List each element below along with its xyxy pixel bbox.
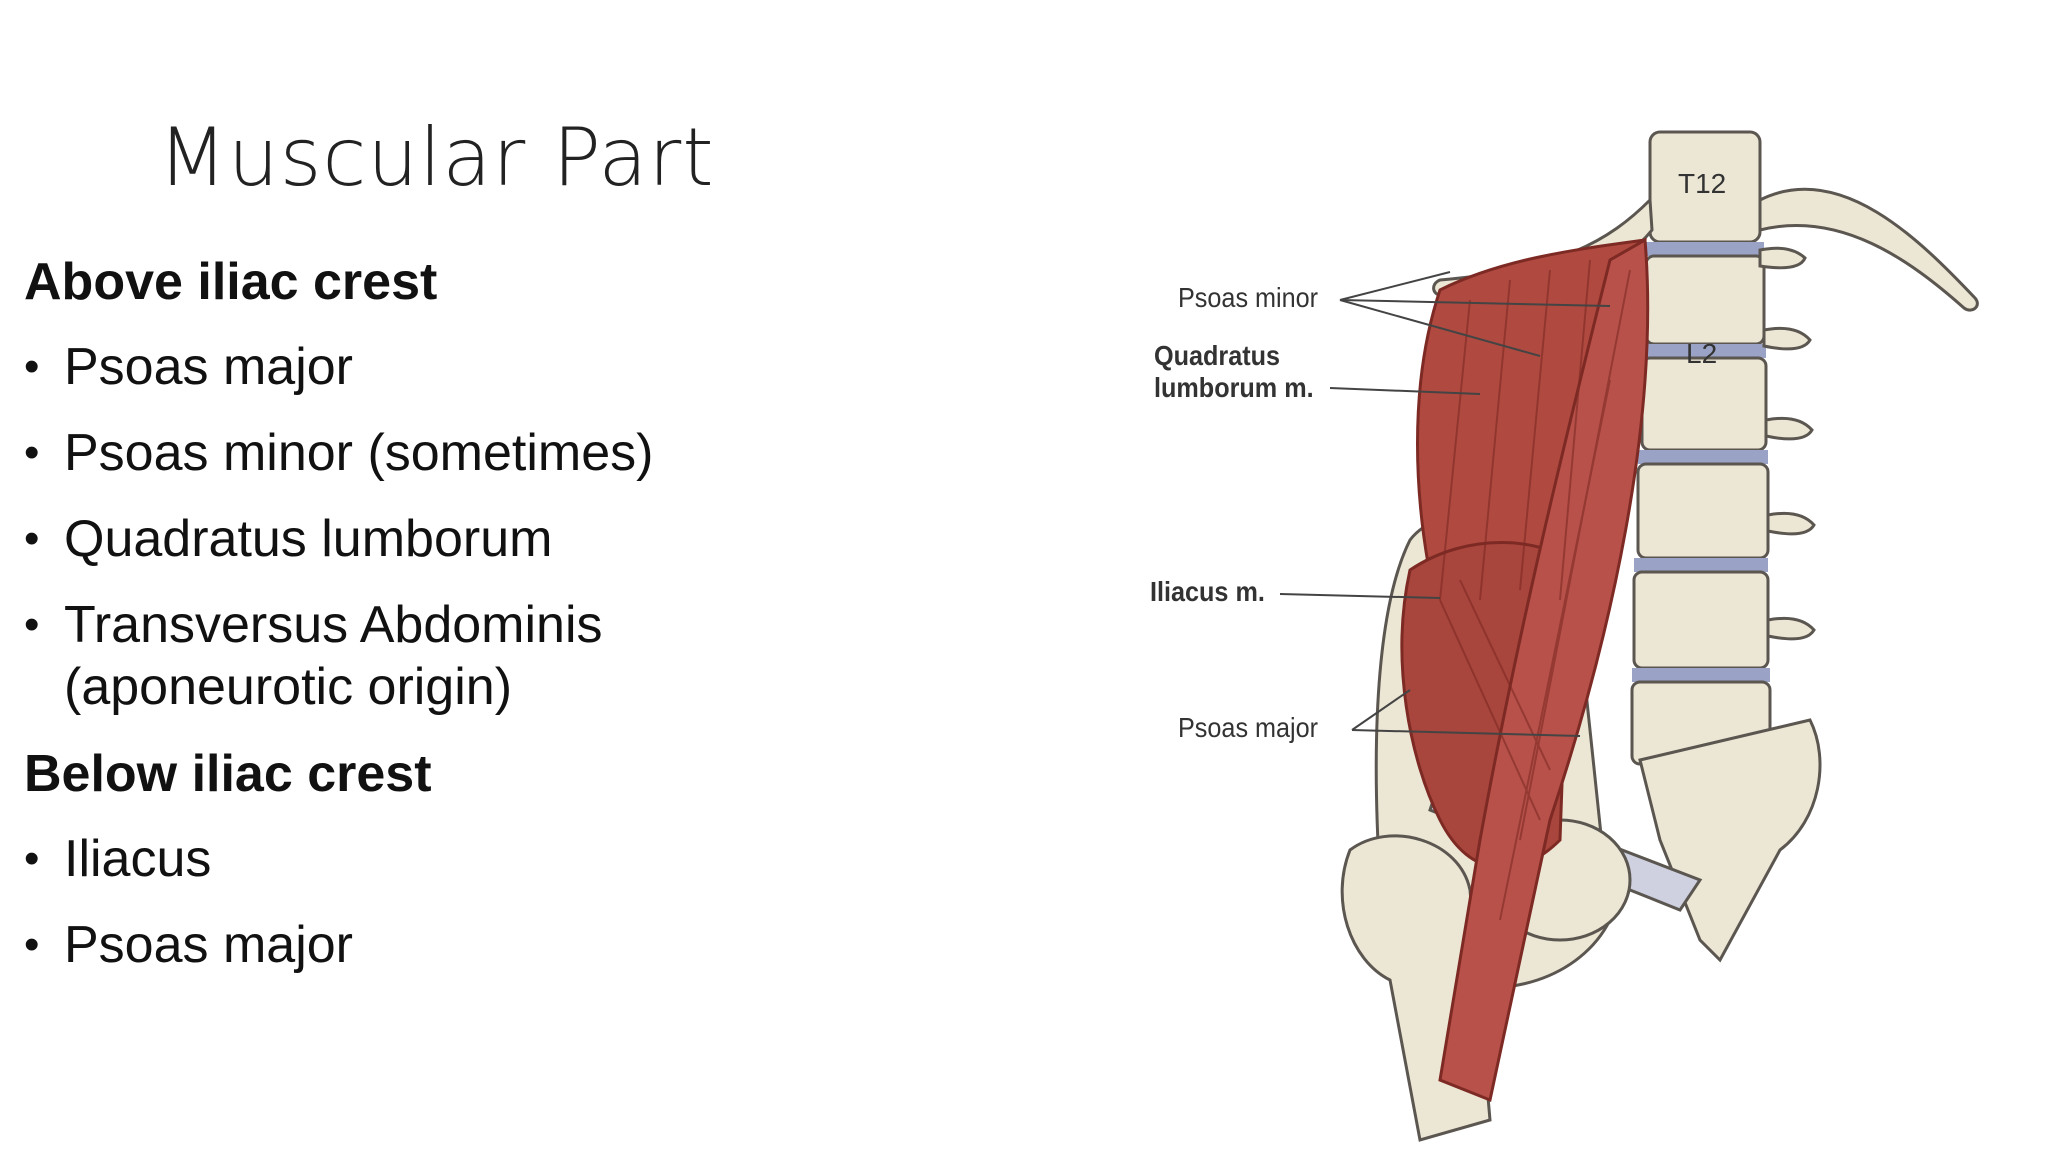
muscle-fibers bbox=[1439, 259, 1631, 921]
label-psoas-major: Psoas major bbox=[1178, 712, 1319, 743]
list-item: Psoas minor (sometimes) bbox=[24, 422, 784, 484]
anatomy-illustration: Psoas minor Quadratus lumborum m. Iliacu… bbox=[1140, 120, 2000, 1152]
label-quadratus-line2: lumborum m. bbox=[1154, 372, 1314, 403]
list-item: Psoas major bbox=[24, 336, 784, 398]
sacrum bbox=[1638, 718, 1822, 963]
label-iliacus: Iliacus m. bbox=[1150, 576, 1265, 607]
label-l2: L2 bbox=[1686, 338, 1718, 369]
bullet-list-above: Psoas major Psoas minor (sometimes) Quad… bbox=[24, 336, 784, 718]
bullet-list-below: Iliacus Psoas major bbox=[24, 828, 784, 976]
list-item: Transversus Abdominis (aponeurotic origi… bbox=[24, 594, 784, 718]
lumbar-spine bbox=[1432, 130, 1979, 766]
label-psoas-minor: Psoas minor bbox=[1178, 282, 1319, 313]
label-t12: T12 bbox=[1678, 168, 1727, 199]
psoas-major-muscle bbox=[1438, 237, 1650, 1103]
leader-lines bbox=[1279, 271, 1611, 737]
anatomy-drawing bbox=[1279, 130, 1979, 1142]
bullet-content: Above iliac crest Psoas major Psoas mino… bbox=[24, 252, 784, 1002]
section-heading-above: Above iliac crest bbox=[24, 253, 438, 311]
section-heading-below: Below iliac crest bbox=[24, 745, 432, 803]
list-item: Psoas major bbox=[24, 914, 784, 976]
list-item: Quadratus lumborum bbox=[24, 508, 784, 570]
label-quadratus-line1: Quadratus bbox=[1154, 340, 1281, 371]
list-item: Iliacus bbox=[24, 828, 784, 890]
slide-title: Muscular Part bbox=[158, 111, 715, 204]
